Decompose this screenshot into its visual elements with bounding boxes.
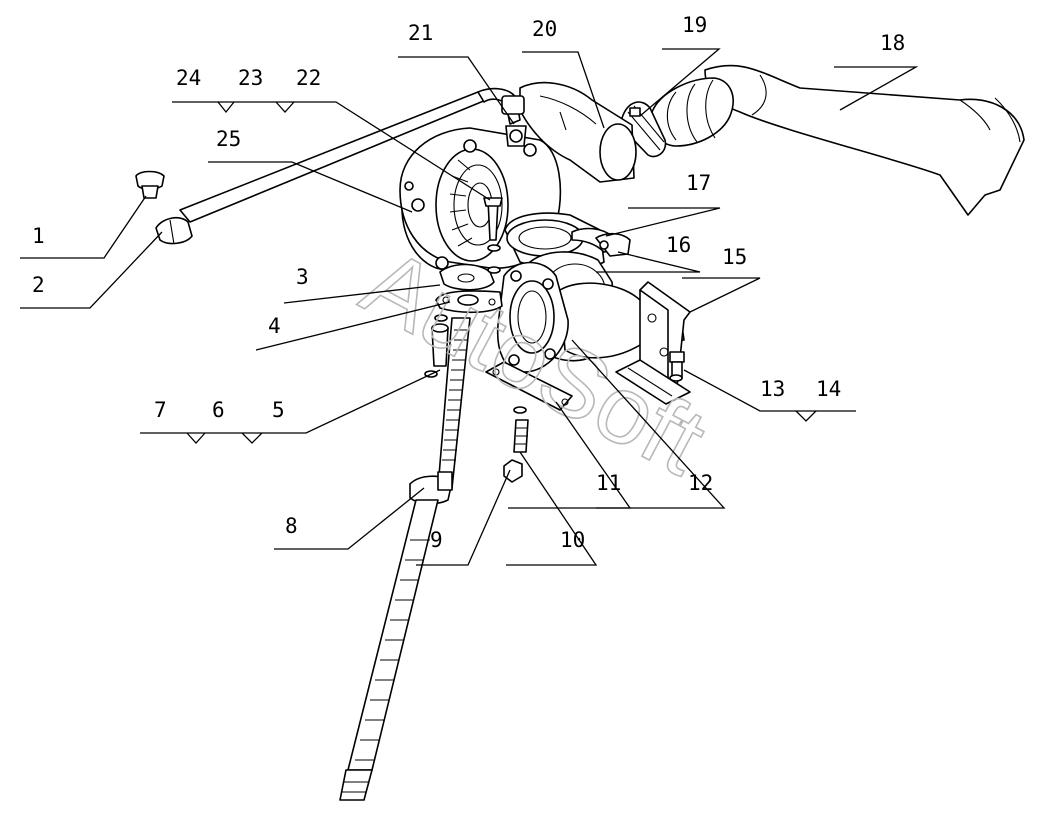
callout-labels: 1 2 3 4 5 6 7 8 9 10 11 12 13 14 15 16 1… <box>32 13 905 552</box>
intake-hose-18 <box>650 64 1025 216</box>
callout-10: 10 <box>560 528 585 552</box>
callout-11: 11 <box>596 471 621 495</box>
nut-9-stud-10 <box>503 406 529 483</box>
bolts-5-6-7 <box>424 314 449 378</box>
callout-2: 2 <box>32 273 45 297</box>
callout-4: 4 <box>268 314 281 338</box>
callout-18: 18 <box>880 31 905 55</box>
callout-15: 15 <box>722 245 747 269</box>
callout-21: 21 <box>408 21 433 45</box>
callout-12: 12 <box>688 471 713 495</box>
callout-8: 8 <box>285 514 298 538</box>
callout-20: 20 <box>532 17 557 41</box>
callout-17: 17 <box>686 171 711 195</box>
parts-drawing <box>135 64 1025 801</box>
callout-3: 3 <box>296 265 309 289</box>
bolt-21 <box>483 197 503 274</box>
callout-1: 1 <box>32 224 45 248</box>
callout-19: 19 <box>682 13 707 37</box>
callout-14: 14 <box>816 377 841 401</box>
callout-6: 6 <box>212 398 225 422</box>
leader-lines <box>20 48 919 566</box>
exhaust-flange-11 <box>485 261 573 411</box>
callout-13: 13 <box>760 377 785 401</box>
gasket-3-flange-4 <box>435 263 503 314</box>
callout-24: 24 <box>176 66 201 90</box>
callout-7: 7 <box>154 398 167 422</box>
clamp-19 <box>621 101 667 158</box>
callout-9: 9 <box>430 528 443 552</box>
hose-drawing <box>339 317 471 801</box>
compressor-outlet-20 <box>519 81 637 183</box>
pipe-drawing <box>155 87 527 245</box>
callout-25: 25 <box>216 127 241 151</box>
bolt-13-washer-14 <box>669 351 685 382</box>
plug-1 <box>135 170 165 199</box>
clamp-17-flange-16 <box>571 227 631 257</box>
callout-16: 16 <box>666 233 691 257</box>
callout-22: 22 <box>296 66 321 90</box>
callout-5: 5 <box>272 398 285 422</box>
callout-23: 23 <box>238 66 263 90</box>
